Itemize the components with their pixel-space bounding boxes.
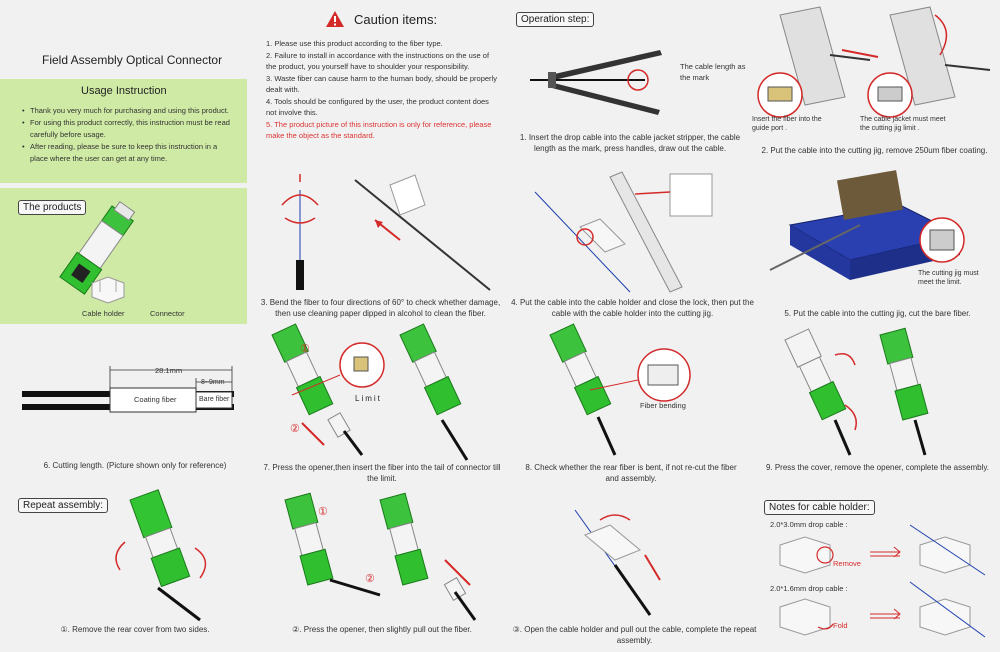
cable-holder-label: Cable holder xyxy=(82,309,125,318)
bare-length: 8~9mm xyxy=(201,377,225,388)
caution-item: 3. Waste fiber can cause harm to the hum… xyxy=(266,73,498,96)
caution-item-reference: 5. The product picture of this instructi… xyxy=(266,119,498,142)
step8-caption: 8. Check whether the rear fiber is bent,… xyxy=(520,462,742,484)
step1-caption: 1. Insert the drop cable into the cable … xyxy=(510,132,750,154)
step9-caption: 9. Press the cover, remove the opener, c… xyxy=(760,462,995,473)
products-illustration xyxy=(0,188,247,324)
coating-fiber-label: Coating fiber xyxy=(134,394,177,405)
step9-illustration xyxy=(775,335,985,455)
caution-list: 1. Please use this product according to … xyxy=(266,38,498,142)
step1-note: The cable length as the mark xyxy=(680,61,750,83)
total-length: 28.1mm xyxy=(155,365,182,376)
repeat-tag: Repeat assembly: xyxy=(18,498,108,513)
step7-caption: 7. Press the opener,then insert the fibe… xyxy=(262,462,502,484)
caution-item: 4. Tools should be configured by the use… xyxy=(266,96,498,119)
notes-illustration xyxy=(770,530,995,645)
bare-fiber-label: Bare fiber xyxy=(199,394,229,405)
step5-caption: 5. Put the cable into the cutting jig, c… xyxy=(760,308,995,319)
step6-caption: 6. Cutting length. (Picture shown only f… xyxy=(20,460,250,471)
step3-caption: 3. Bend the fiber to four directions of … xyxy=(258,297,503,319)
step2-note-b: The cable jacket must meet the cutting j… xyxy=(860,115,950,133)
step8-illustration xyxy=(540,335,740,455)
repeat3-illustration xyxy=(560,505,710,620)
usage-item: For using this product correctly, this i… xyxy=(22,117,234,141)
page-title: Field Assembly Optical Connector xyxy=(42,53,222,67)
connector-label: Connector xyxy=(150,309,185,318)
usage-item: After reading, please be sure to keep th… xyxy=(22,141,234,165)
step4-illustration xyxy=(530,172,750,297)
fiber-bending-label: Fiber bending xyxy=(640,400,686,411)
repeat1-caption: ①. Remove the rear cover from two sides. xyxy=(20,624,250,635)
remove-label: Remove xyxy=(833,558,861,569)
repeat3-caption: ③. Open the cable holder and pull out th… xyxy=(512,624,757,646)
usage-heading: Usage Instruction xyxy=(81,85,167,97)
repeat1-illustration xyxy=(100,500,230,620)
step3-illustration xyxy=(260,170,500,295)
usage-list: Thank you very much for purchasing and u… xyxy=(22,105,234,165)
mark-two: ② xyxy=(365,572,375,585)
step4-caption: 4. Put the cable into the cable holder a… xyxy=(510,297,755,319)
fold-label: Fold xyxy=(833,620,848,631)
step2-illustration xyxy=(750,5,995,130)
caution-title: Caution items: xyxy=(354,12,437,27)
warning-icon xyxy=(325,10,345,28)
step2-caption: 2. Put the cable into the cutting jig, r… xyxy=(752,145,997,156)
usage-panel: Usage Instruction Thank you very much fo… xyxy=(0,79,247,183)
step1-stripper-illustration xyxy=(520,40,750,130)
repeat2-caption: ②. Press the opener, then slightly pull … xyxy=(262,624,502,635)
caution-item: 2. Failure to install in accordance with… xyxy=(266,50,498,73)
notes-tag: Notes for cable holder: xyxy=(764,500,875,515)
notes-a-label: 2.0*3.0mm drop cable : xyxy=(770,519,848,530)
mark-one: ① xyxy=(300,342,310,355)
caution-item: 1. Please use this product according to … xyxy=(266,38,498,50)
usage-item: Thank you very much for purchasing and u… xyxy=(22,105,234,117)
step5-note: The cutting jig must meet the limit. xyxy=(918,269,988,287)
operation-tag: Operation step: xyxy=(516,12,594,27)
repeat2-illustration xyxy=(270,500,485,620)
mark-one: ① xyxy=(318,505,328,518)
limit-label: Limit xyxy=(355,394,382,403)
mark-two: ② xyxy=(290,422,300,435)
products-panel: The products Cable holder Connector xyxy=(0,188,247,324)
step2-note-a: Insert the fiber into the guide port . xyxy=(752,115,822,133)
